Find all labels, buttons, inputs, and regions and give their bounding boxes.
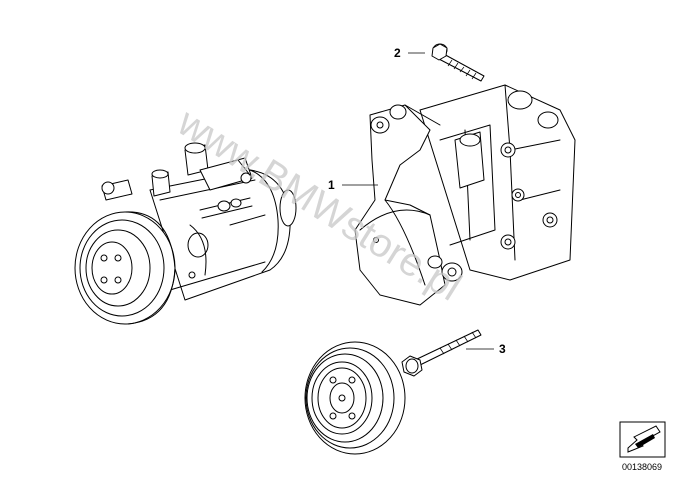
diagram-id-block: 00138069 <box>619 421 666 472</box>
diagram-number: 00138069 <box>622 462 662 472</box>
pulley-illustration <box>304 341 406 455</box>
callout-1-label: 1 <box>328 178 335 192</box>
callout-3-label: 3 <box>499 342 506 356</box>
callout-2-label: 2 <box>394 46 401 60</box>
leader-lines <box>342 52 494 350</box>
ac-compressor-illustration <box>74 142 297 325</box>
direction-arrow-icon <box>627 425 661 453</box>
bolt-bottom-illustration <box>401 329 482 377</box>
bracket-illustration <box>354 84 576 306</box>
bolt-top-illustration <box>431 43 485 82</box>
